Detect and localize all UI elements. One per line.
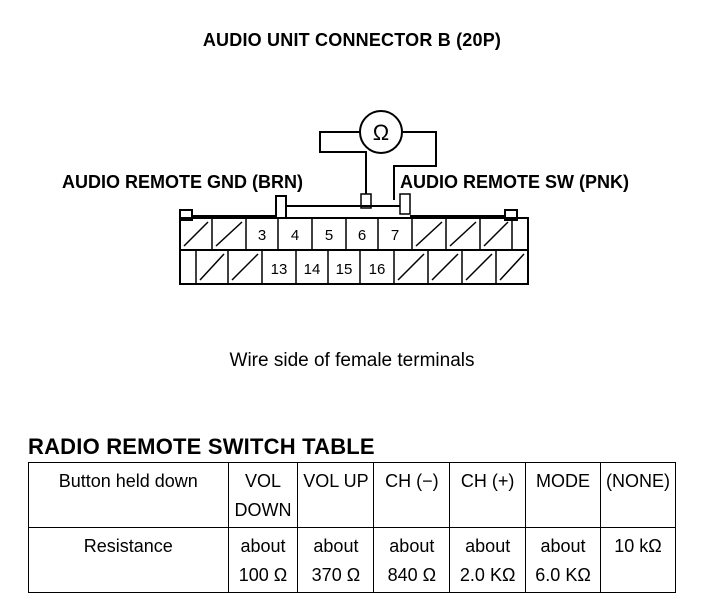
- pin-number: 4: [291, 227, 299, 244]
- pin-number: 14: [304, 261, 321, 278]
- pin-number: 6: [358, 227, 366, 244]
- connector-body: [179, 195, 529, 285]
- button-cell: CH (+): [449, 462, 527, 528]
- pin-number: 7: [391, 227, 399, 244]
- pin-number: 3: [258, 227, 266, 244]
- pin-number: 15: [336, 261, 353, 278]
- row-header-button: Button held down: [28, 462, 229, 528]
- remote-sw-label: AUDIO REMOTE SW (PNK): [400, 172, 629, 192]
- diagram-title: AUDIO UNIT CONNECTOR B (20P): [202, 30, 502, 50]
- ohmmeter-lead-right: [393, 131, 437, 200]
- ohm-symbol: Ω: [373, 120, 389, 145]
- pin-number: 16: [369, 261, 386, 278]
- button-cell: MODE: [525, 462, 601, 528]
- button-cell: VOL UP: [297, 462, 375, 528]
- probe-tip-pin6: [360, 193, 372, 209]
- connector-diagram: Ω: [179, 110, 529, 285]
- pin-number: 13: [271, 261, 288, 278]
- remote-gnd-label: AUDIO REMOTE GND (BRN): [62, 172, 303, 192]
- pin-number: 5: [325, 227, 333, 244]
- row-header-resistance: Resistance: [28, 527, 229, 593]
- button-cell: (NONE): [599, 462, 677, 528]
- probe-tip-pin7: [399, 193, 411, 215]
- switch-table-title: RADIO REMOTE SWITCH TABLE: [28, 434, 375, 459]
- resistance-cell: 10 kΩ: [599, 527, 677, 593]
- ohmmeter-icon: [359, 110, 403, 154]
- view-caption: Wire side of female terminals: [229, 350, 475, 371]
- ohmmeter-lead-left: [319, 131, 367, 200]
- button-cell: CH (−): [373, 462, 451, 528]
